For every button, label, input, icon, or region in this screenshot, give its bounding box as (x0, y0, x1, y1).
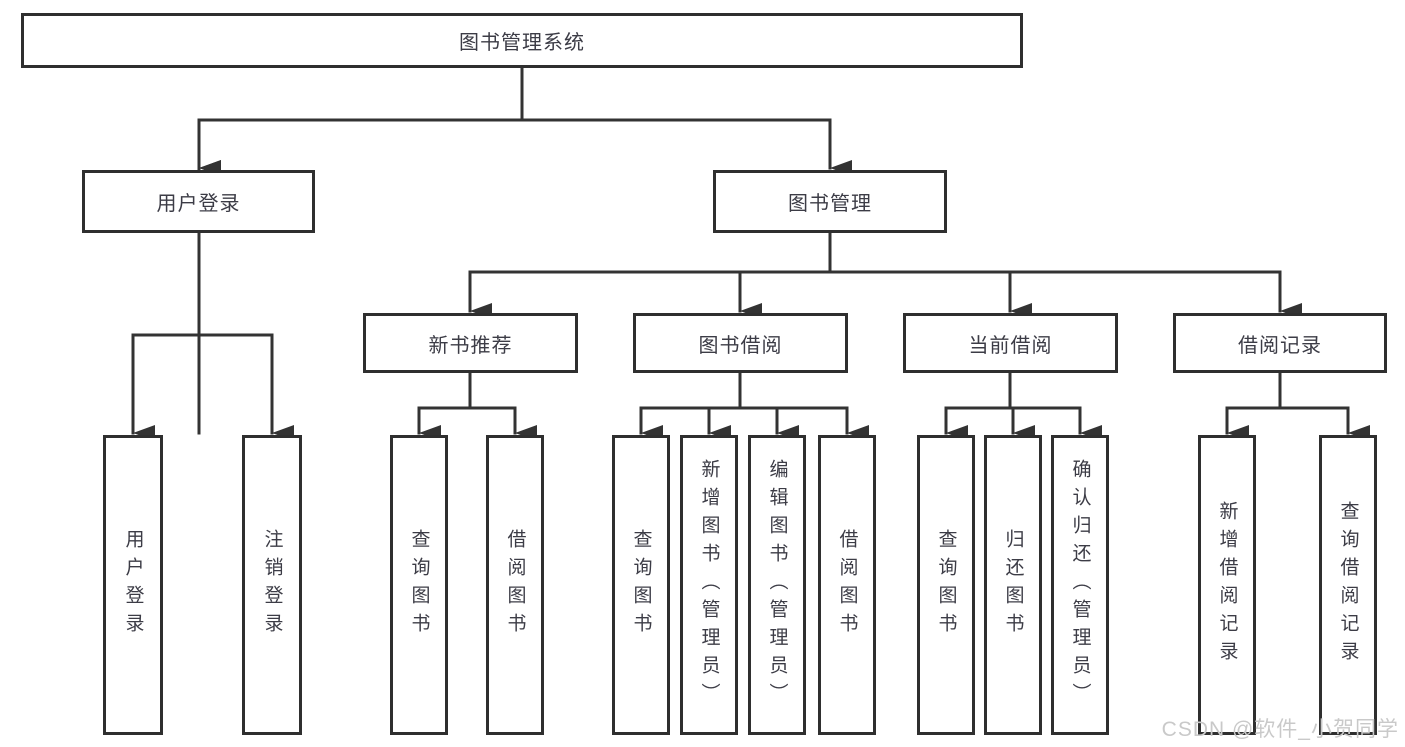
csdn-watermark: CSDN @软件_小贺同学 (1161, 718, 1399, 741)
leaf-add-borrow-record: 新增借阅记录 (1198, 435, 1256, 735)
leaf-borrow-books: 借阅图书 (818, 435, 876, 735)
leaf-query-borrow-record: 查询借阅记录 (1319, 435, 1377, 735)
leaf-confirm-return-admin: 确认归还（管理员） (1051, 435, 1109, 735)
node-new-book-recommend: 新书推荐 (363, 313, 578, 373)
leaf-return-books: 归还图书 (984, 435, 1042, 735)
node-library-management-system: 图书管理系统 (21, 13, 1023, 68)
leaf-borrow-books-recommend: 借阅图书 (486, 435, 544, 735)
node-borrow-records: 借阅记录 (1173, 313, 1387, 373)
node-book-management: 图书管理 (713, 170, 947, 233)
leaf-logout: 注销登录 (242, 435, 302, 735)
node-book-borrow: 图书借阅 (633, 313, 848, 373)
leaf-edit-books-admin: 编辑图书（管理员） (748, 435, 806, 735)
node-current-borrow: 当前借阅 (903, 313, 1118, 373)
leaf-user-login: 用户登录 (103, 435, 163, 735)
node-user-login: 用户登录 (82, 170, 315, 233)
leaf-add-books-admin: 新增图书（管理员） (680, 435, 738, 735)
leaf-query-books-borrow: 查询图书 (612, 435, 670, 735)
leaf-query-books-current: 查询图书 (917, 435, 975, 735)
leaf-query-books-recommend: 查询图书 (390, 435, 448, 735)
